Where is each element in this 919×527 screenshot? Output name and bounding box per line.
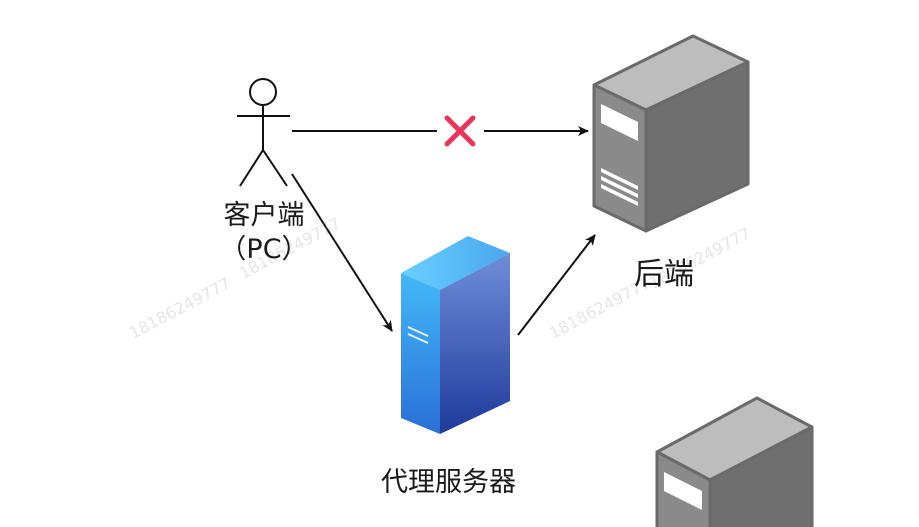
client-label: 客户端 （PC） (205, 199, 323, 267)
client-label-line1: 客户端 (223, 200, 305, 231)
edge-client-to-proxy (291, 173, 393, 332)
backend-server-icon (592, 34, 750, 233)
proxy-label: 代理服务器 (381, 467, 516, 498)
client-label-line2: （PC） (219, 234, 309, 265)
client-actor-icon (237, 78, 290, 187)
backend-label: 后端 (634, 257, 694, 292)
secondary-server-icon (655, 396, 814, 527)
proxy-server-icon (401, 236, 510, 434)
edge-proxy-to-backend (517, 234, 596, 336)
blocked-x-icon (444, 115, 476, 147)
